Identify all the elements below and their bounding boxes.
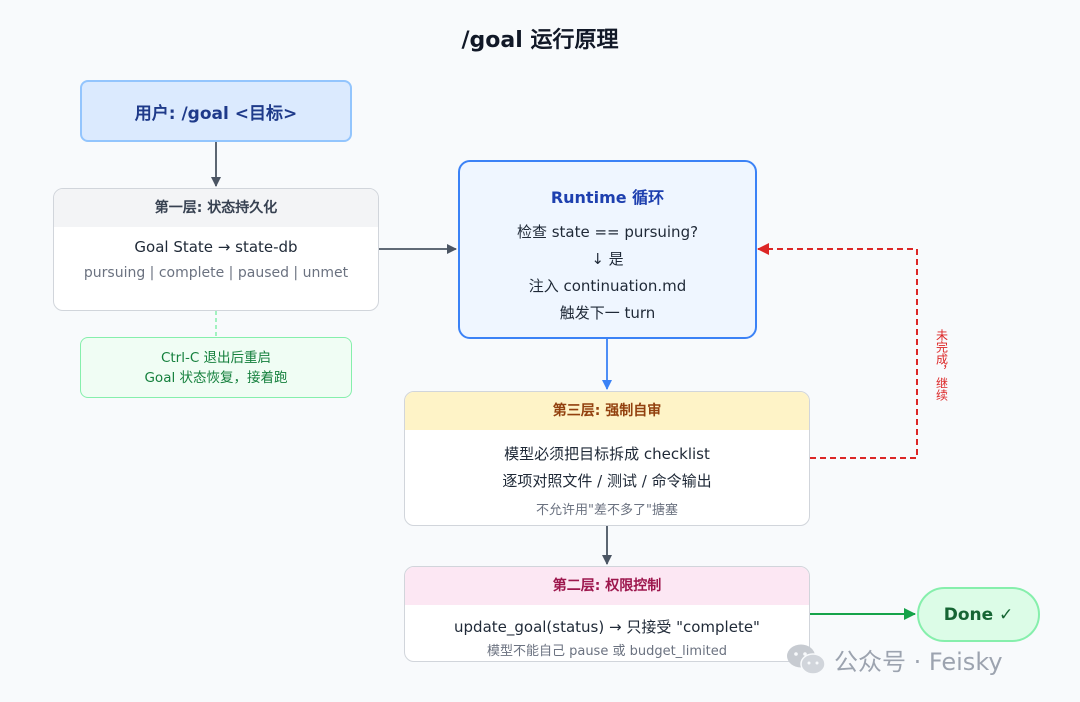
layer1-line: Goal State → state-db [134, 238, 298, 256]
page-title: /goal 运行原理 [461, 28, 619, 53]
done-node: Done ✓ [917, 587, 1040, 642]
user-node-label: 用户: /goal <目标> [134, 103, 298, 124]
ctrl-c-line: Goal 状态恢复，接着跑 [144, 369, 288, 386]
loop-edge-label: 未完成，继续 [934, 329, 949, 401]
layer2-node: 第二层: 权限控制 update_goal(status) → 只接受 "com… [404, 566, 810, 662]
layer1-header: 第一层: 状态持久化 [54, 189, 378, 227]
runtime-line: 检查 state == pursuing? [516, 223, 699, 241]
runtime-title: Runtime 循环 [550, 188, 665, 207]
layer3-line: 模型必须把目标拆成 checklist [504, 445, 710, 463]
layer1-node: 第一层: 状态持久化 Goal State → state-db pursuin… [53, 188, 379, 311]
runtime-line: 触发下一 turn [559, 304, 656, 322]
layer3-line: 逐项对照文件 / 测试 / 命令输出 [502, 472, 712, 490]
user-node: 用户: /goal <目标> [80, 80, 352, 142]
runtime-line: ↓ 是 [591, 250, 624, 268]
watermark: 公众号 · Feisky [786, 640, 1003, 678]
done-label: Done ✓ [943, 604, 1014, 625]
ctrl-c-note-node: Ctrl-C 退出后重启 Goal 状态恢复，接着跑 [80, 337, 352, 398]
runtime-loop-node: Runtime 循环 检查 state == pursuing? ↓ 是 注入 … [458, 160, 757, 339]
ctrl-c-line: Ctrl-C 退出后重启 [160, 349, 272, 366]
layer1-states: pursuing | complete | paused | unmet [83, 265, 349, 281]
edge-loop-back-to-runtime [757, 243, 918, 459]
wechat-icon [787, 644, 826, 675]
watermark-text: 公众号 · Feisky [834, 647, 1003, 676]
layer3-header: 第三层: 强制自审 [405, 392, 809, 430]
runtime-line: 注入 continuation.md [528, 277, 687, 295]
layer3-note: 不允许用"差不多了"搪塞 [536, 503, 678, 518]
layer2-header: 第二层: 权限控制 [405, 567, 809, 605]
layer2-note: 模型不能自己 pause 或 budget_limited [486, 644, 728, 659]
layer2-line: update_goal(status) → 只接受 "complete" [454, 618, 760, 636]
layer3-node: 第三层: 强制自审 模型必须把目标拆成 checklist 逐项对照文件 / 测… [404, 391, 810, 526]
